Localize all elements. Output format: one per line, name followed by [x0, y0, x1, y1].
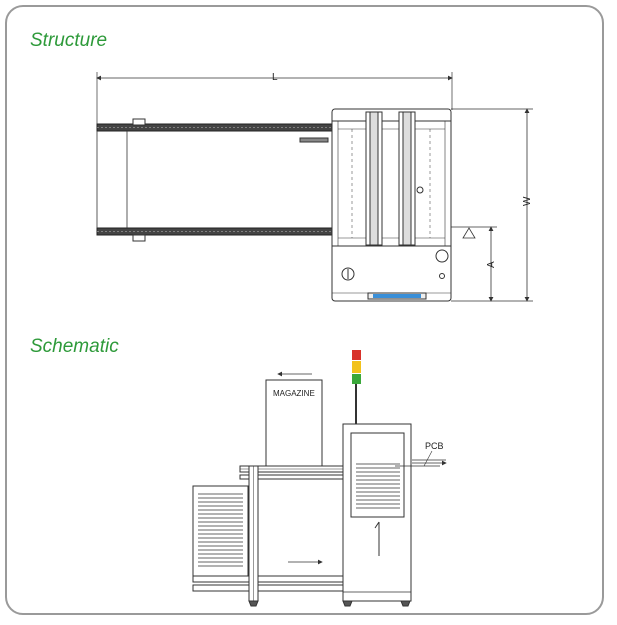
dimension-l-label: L — [272, 72, 278, 83]
left-cabinet — [192, 485, 249, 577]
structure-heading: Structure — [30, 30, 108, 51]
diagram-card — [5, 5, 604, 615]
dimension-w: W — [451, 108, 533, 302]
unloader-machine — [342, 423, 412, 607]
red-light-icon — [352, 350, 361, 360]
dimension-a: A — [451, 226, 497, 302]
triangle-marker-icon — [462, 227, 476, 239]
dimension-w-label: W — [522, 196, 533, 206]
dimension-a-label: A — [486, 261, 497, 268]
structure-drawing: L — [96, 72, 533, 302]
pcb-label: PCB — [425, 441, 444, 451]
schematic-drawing: MAGAZINE — [192, 350, 447, 607]
machine-top-view — [331, 108, 452, 302]
dimension-l: L — [96, 72, 453, 125]
schematic-heading: Schematic — [30, 336, 119, 357]
magazine-label: MAGAZINE — [273, 389, 315, 398]
yellow-light-icon — [352, 361, 361, 373]
conveyor-extension — [96, 118, 334, 242]
magazine-box: MAGAZINE — [265, 371, 323, 467]
signal-tower — [352, 350, 361, 424]
green-light-icon — [352, 374, 361, 384]
pcb-callout: PCB — [395, 441, 447, 467]
